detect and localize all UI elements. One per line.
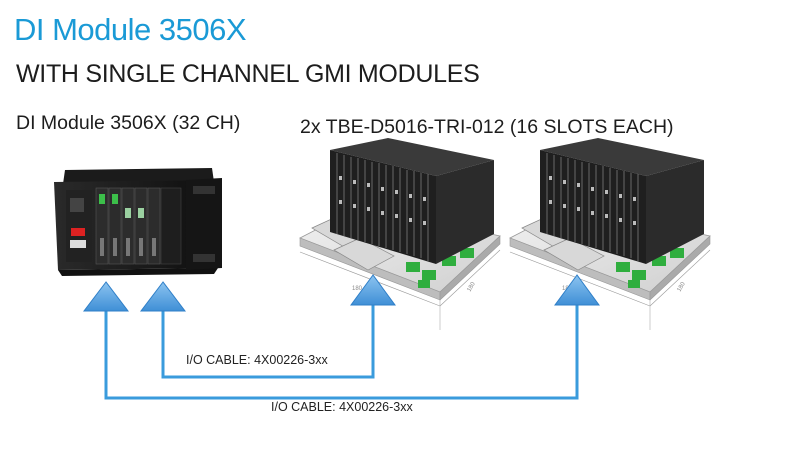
board-2-dim-height: 180 (677, 281, 688, 293)
di-module-rack (54, 168, 222, 276)
io-cable-1 (161, 304, 375, 379)
page-subtitle: WITH SINGLE CHANNEL GMI MODULES (16, 60, 480, 88)
di-module-label: DI Module 3506X (32 CH) (16, 112, 241, 134)
tbe-board-2: 180 180 (509, 138, 711, 330)
page-title: DI Module 3506X (14, 12, 247, 47)
board-1-dim-height: 180 (467, 281, 478, 293)
arrow-up-icon (82, 281, 130, 312)
arrow-up-icon (554, 274, 600, 306)
rack-modules (95, 187, 182, 265)
cable-2-label: I/O CABLE: 4X00226-3xx (271, 400, 413, 414)
board-1-dim-width: 180 (352, 286, 363, 292)
tbe-board-1: 180 180 (299, 138, 501, 330)
arrow-up-icon (139, 281, 187, 312)
cable-1-label: I/O CABLE: 4X00226-3xx (186, 353, 328, 367)
arrow-up-icon (350, 274, 396, 306)
io-cable-2 (104, 304, 579, 400)
tbe-module-label: 2x TBE-D5016-TRI-012 (16 SLOTS EACH) (300, 116, 674, 138)
